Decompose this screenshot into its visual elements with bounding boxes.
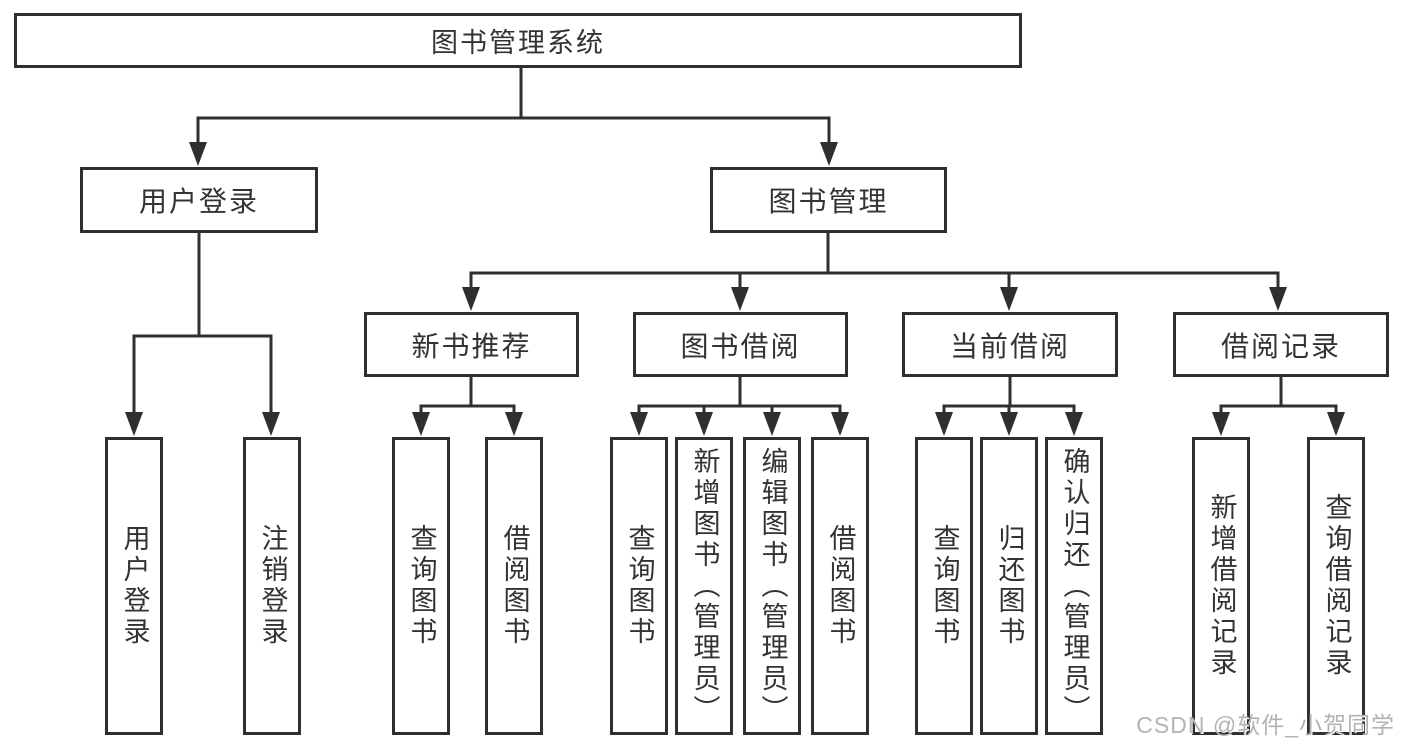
node-label: 编辑图书（管理员）	[757, 446, 788, 726]
node-label: 注销登录	[257, 524, 288, 648]
node-borrow-records: 借阅记录	[1173, 312, 1389, 377]
leaf-query-books-borrow: 查询图书	[610, 437, 668, 735]
leaf-query-books-recommend: 查询图书	[392, 437, 450, 735]
node-label: 新增借阅记录	[1206, 493, 1237, 679]
node-label: 用户登录	[119, 524, 150, 648]
node-book-borrow: 图书借阅	[633, 312, 848, 377]
arrowheads	[125, 142, 1345, 436]
node-label: 用户登录	[138, 186, 259, 217]
leaf-edit-books-admin: 编辑图书（管理员）	[743, 437, 801, 735]
node-new-book-recommend: 新书推荐	[364, 312, 579, 377]
node-label: 当前借阅	[949, 330, 1070, 362]
node-user-login: 用户登录	[80, 167, 318, 233]
node-label: 查询图书	[929, 524, 960, 648]
node-label: 查询图书	[624, 524, 655, 648]
node-label: 新增图书（管理员）	[689, 446, 720, 726]
node-label: 新书推荐	[411, 330, 532, 362]
node-label: 确认归还（管理员）	[1059, 446, 1090, 726]
leaf-confirm-return-admin: 确认归还（管理员）	[1045, 437, 1103, 735]
leaf-return-books: 归还图书	[980, 437, 1038, 735]
leaf-query-borrow-record: 查询借阅记录	[1307, 437, 1365, 735]
watermark: CSDN @软件_小贺同学	[1136, 712, 1395, 738]
leaf-borrow-books-recommend: 借阅图书	[485, 437, 543, 735]
node-label: 图书管理系统	[431, 28, 605, 58]
node-label: 借阅记录	[1220, 330, 1341, 362]
leaf-add-borrow-record: 新增借阅记录	[1192, 437, 1250, 735]
node-library-management-system: 图书管理系统	[14, 13, 1022, 68]
node-label: 图书借阅	[680, 330, 801, 362]
node-label: 图书管理	[768, 186, 889, 217]
leaf-add-books-admin: 新增图书（管理员）	[675, 437, 733, 735]
leaf-user-login: 用户登录	[105, 437, 163, 735]
node-label: 借阅图书	[499, 524, 530, 648]
leaf-query-books-current: 查询图书	[915, 437, 973, 735]
leaf-logout: 注销登录	[243, 437, 301, 735]
node-current-borrow: 当前借阅	[902, 312, 1118, 377]
node-label: 查询图书	[406, 524, 437, 648]
node-label: 查询借阅记录	[1321, 493, 1352, 679]
node-book-management: 图书管理	[710, 167, 947, 233]
node-label: 借阅图书	[825, 524, 856, 648]
node-label: 归还图书	[994, 524, 1025, 648]
leaf-borrow-books: 借阅图书	[811, 437, 869, 735]
